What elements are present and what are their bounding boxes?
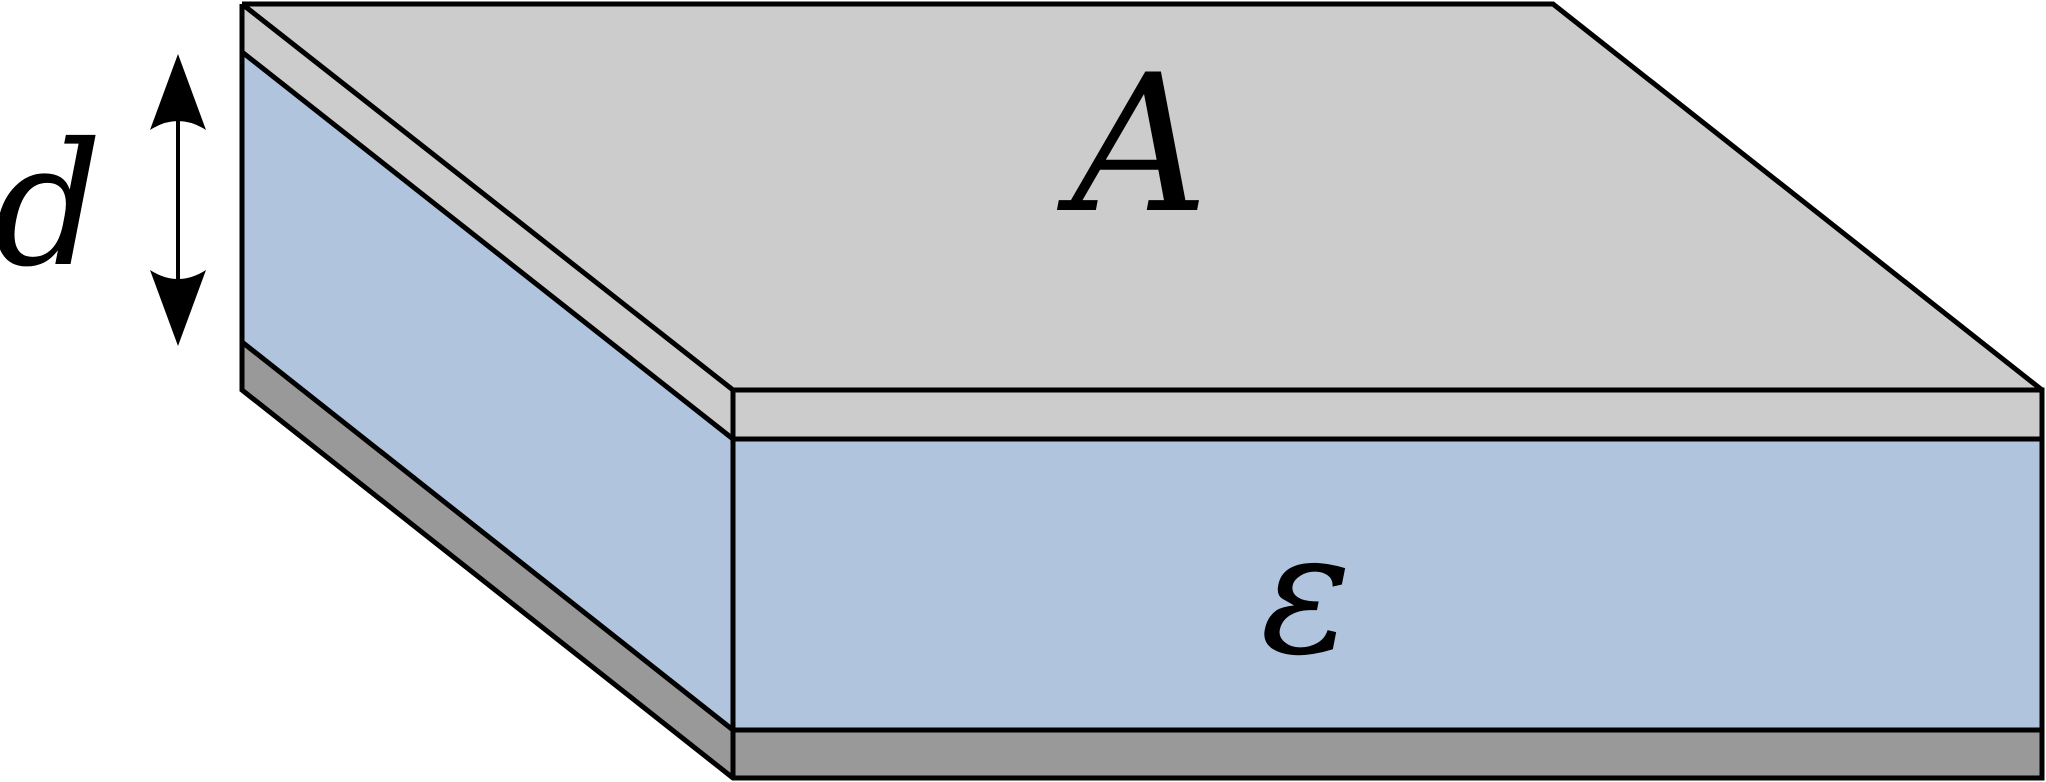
top-plate-top-face (242, 4, 2042, 390)
bottom-plate-front-face (733, 730, 2042, 778)
dielectric-side-face (242, 52, 733, 730)
thickness-arrow-head-up (150, 54, 206, 130)
outline-edges (239, 1, 2045, 781)
bottom-plate-side-face (242, 342, 733, 778)
permittivity-label: ε (1260, 495, 1351, 693)
dielectric-front-face (733, 439, 2042, 730)
top-plate-side-face (242, 4, 733, 439)
thickness-arrow-head-down (150, 270, 206, 346)
thickness-label: d (0, 107, 102, 305)
thickness-double-arrow (150, 54, 206, 346)
area-label: A (1056, 34, 1208, 255)
top-plate-front-face (733, 390, 2042, 439)
